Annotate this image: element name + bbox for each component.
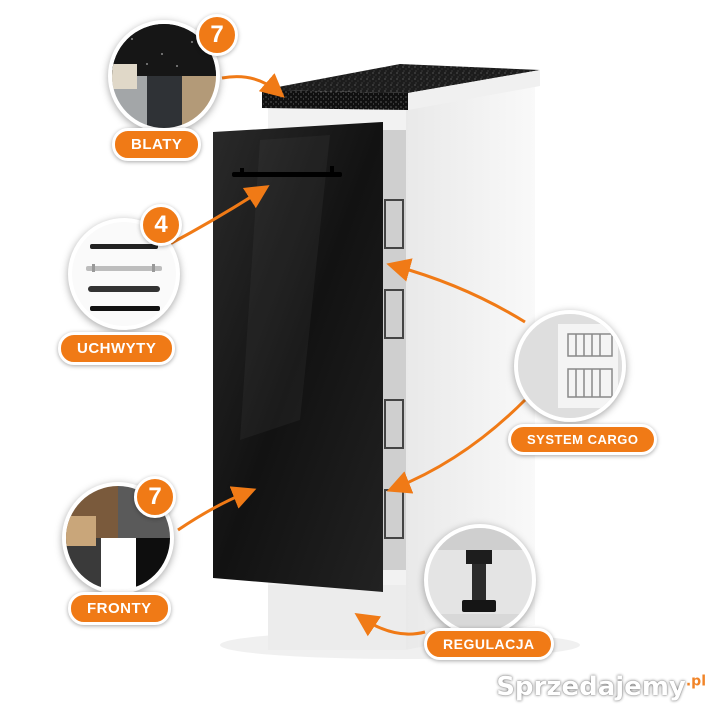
- watermark-text: Sprzedajemy: [496, 672, 686, 702]
- site-watermark: Sprzedajemy.pl: [496, 672, 706, 702]
- arrow-cargo-lower: [386, 398, 527, 494]
- uchwyty-label: UCHWYTY: [58, 332, 176, 365]
- arrow-fronty: [177, 486, 257, 532]
- fronty-label: FRONTY: [68, 592, 171, 625]
- door-reflection: [240, 135, 330, 440]
- arrow-uchwyty: [167, 185, 270, 247]
- cabinet-side-panel: [405, 85, 535, 650]
- countertop-top: [262, 64, 540, 93]
- door-handle: [232, 172, 342, 177]
- cabinet-plinth: [268, 585, 406, 650]
- leveling-foot-circle: [424, 524, 536, 636]
- system-cargo-label: SYSTEM CARGO: [508, 424, 658, 455]
- blaty-label: BLATY: [112, 128, 202, 161]
- cargo-system-circle: [514, 310, 626, 422]
- arrow-cargo-upper: [386, 258, 526, 324]
- arrow-blaty: [221, 73, 285, 98]
- cargo-basket-icon: [518, 314, 622, 418]
- arrow-regulacja: [354, 613, 426, 637]
- countertop-count-badge: 7: [196, 14, 238, 56]
- cargo-baskets: [384, 199, 404, 539]
- handle-count-badge: 4: [140, 204, 182, 246]
- countertop-edge: [262, 90, 408, 110]
- front-count-badge: 7: [134, 476, 176, 518]
- regulacja-label: REGULACJA: [424, 628, 554, 660]
- cabinet-door: [213, 122, 383, 592]
- watermark-suffix: .pl: [685, 673, 706, 690]
- adjustable-foot-icon: [428, 528, 532, 632]
- handles-icon: [86, 244, 162, 311]
- countertop-side: [408, 70, 540, 110]
